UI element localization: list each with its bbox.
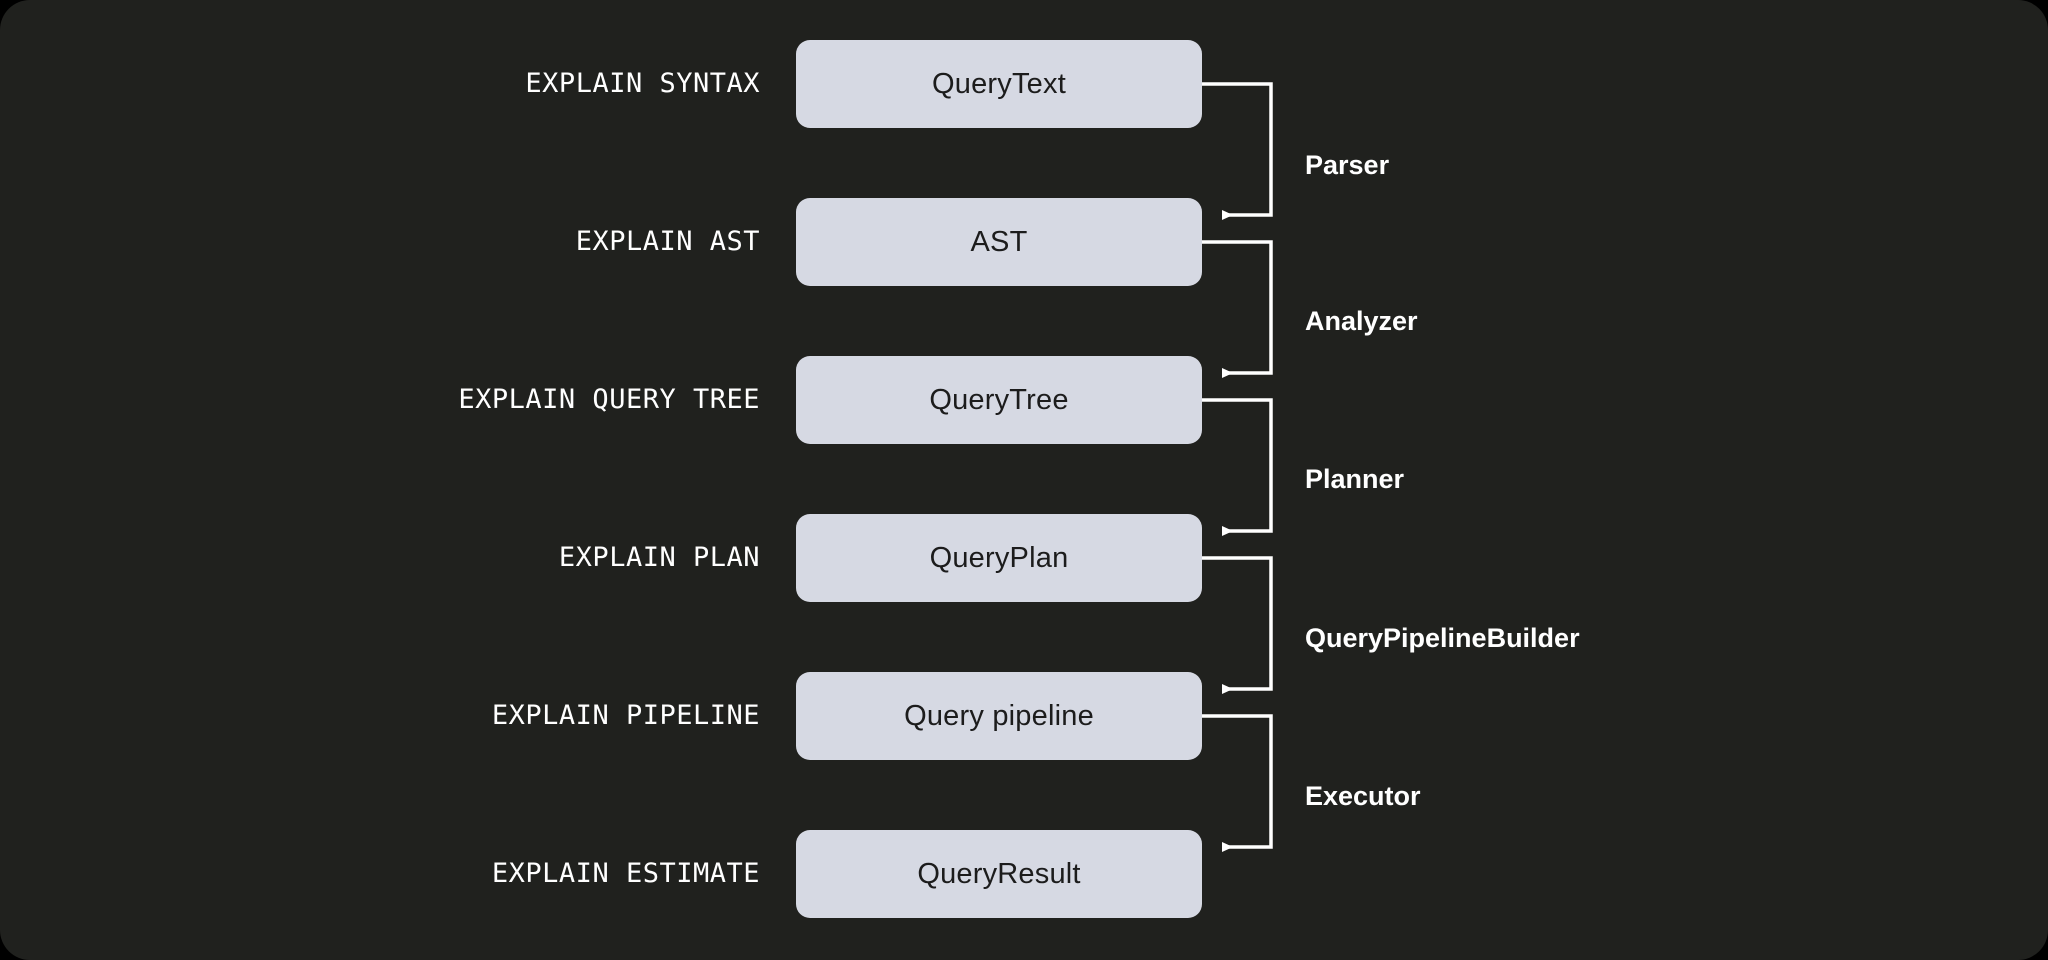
node-label-ast: AST xyxy=(970,225,1028,258)
node-label-query-tree: QueryTree xyxy=(929,383,1069,416)
stage-label-parser: Parser xyxy=(1305,150,1390,180)
stage-label-planner: Planner xyxy=(1305,464,1405,494)
node-label-query-result: QueryResult xyxy=(917,857,1081,890)
explain-label-ast: EXPLAIN AST xyxy=(575,226,760,257)
stage-row-query-result: EXPLAIN ESTIMATE QueryResult xyxy=(0,830,2048,918)
stage-label-analyzer: Analyzer xyxy=(1305,306,1418,336)
node-label-query-pipeline: Query pipeline xyxy=(904,699,1094,732)
stage-label-executor: Executor xyxy=(1305,781,1421,811)
explain-label-plan: EXPLAIN PLAN xyxy=(558,542,760,573)
stage-row-query-text: EXPLAIN SYNTAX QueryText xyxy=(0,40,2048,128)
node-box-query-tree[interactable]: QueryTree xyxy=(796,356,1202,444)
node-box-query-pipeline[interactable]: Query pipeline xyxy=(796,672,1202,760)
node-box-ast[interactable]: AST xyxy=(796,198,1202,286)
node-box-query-plan[interactable]: QueryPlan xyxy=(796,514,1202,602)
stage-row-query-pipeline: EXPLAIN PIPELINE Query pipeline xyxy=(0,672,2048,760)
stage-row-query-tree: EXPLAIN QUERY TREE QueryTree xyxy=(0,356,2048,444)
explain-label-pipeline: EXPLAIN PIPELINE xyxy=(491,700,760,731)
node-label-query-text: QueryText xyxy=(932,67,1066,100)
node-box-query-result[interactable]: QueryResult xyxy=(796,830,1202,918)
explain-label-query-tree: EXPLAIN QUERY TREE xyxy=(458,384,760,415)
stage-label-query-pipeline-builder: QueryPipelineBuilder xyxy=(1305,623,1580,653)
node-box-query-text[interactable]: QueryText xyxy=(796,40,1202,128)
explain-label-syntax: EXPLAIN SYNTAX xyxy=(525,68,760,99)
stage-row-ast: EXPLAIN AST AST xyxy=(0,198,2048,286)
node-label-query-plan: QueryPlan xyxy=(929,541,1069,574)
stage-row-query-plan: EXPLAIN PLAN QueryPlan xyxy=(0,514,2048,602)
explain-label-estimate: EXPLAIN ESTIMATE xyxy=(491,858,760,889)
